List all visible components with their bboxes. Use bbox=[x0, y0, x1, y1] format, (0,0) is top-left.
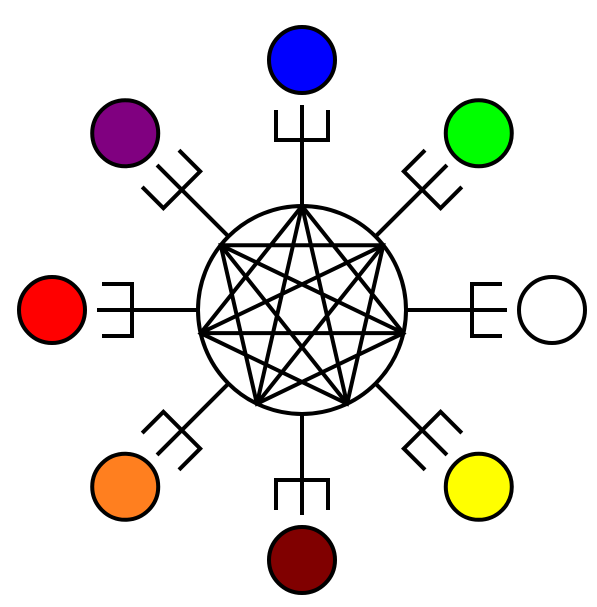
node-southeast bbox=[443, 451, 514, 522]
spoke-tick-west bbox=[102, 282, 134, 338]
spokes-group bbox=[97, 105, 507, 515]
node-northeast bbox=[443, 98, 514, 169]
spoke-tick-south bbox=[274, 478, 330, 510]
node-west bbox=[17, 275, 87, 345]
spoke-northwest bbox=[155, 163, 230, 238]
node-northwest bbox=[90, 98, 161, 169]
heptagram-star bbox=[199, 205, 405, 405]
spoke-northeast bbox=[374, 163, 449, 238]
spoke-tick-southeast bbox=[400, 408, 464, 472]
spoke-tick-east bbox=[470, 282, 502, 338]
spoke-tick-northeast bbox=[400, 148, 464, 212]
node-north bbox=[267, 25, 337, 95]
spoke-tick-southwest bbox=[140, 408, 204, 472]
spoke-southeast bbox=[374, 382, 449, 457]
spoke-tick-north bbox=[274, 110, 330, 142]
spoke-southwest bbox=[155, 382, 230, 457]
spoke-tick-northwest bbox=[140, 148, 204, 212]
node-south bbox=[267, 525, 337, 595]
node-east bbox=[517, 275, 587, 345]
inner-heptagram bbox=[197, 202, 407, 407]
nodes-group bbox=[17, 25, 587, 595]
node-southwest bbox=[90, 451, 161, 522]
spoke-ticks-group bbox=[102, 110, 502, 510]
